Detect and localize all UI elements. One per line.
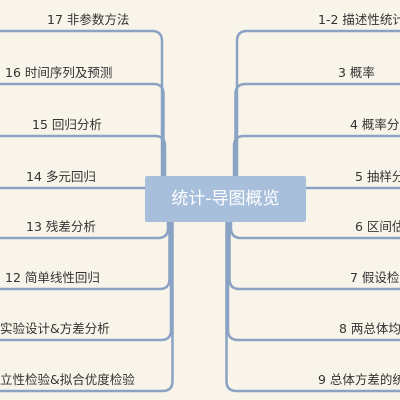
left-branch-line bbox=[0, 186, 168, 199]
topic-interval-estimation[interactable]: 6 区间估 bbox=[355, 219, 400, 234]
topic-independence-goodness-of-fit[interactable]: 立性检验&拟合优度检验 bbox=[0, 372, 135, 387]
topic-population-variance[interactable]: 9 总体方差的统 bbox=[318, 372, 400, 387]
topic-hypothesis-testing[interactable]: 7 假设检 bbox=[350, 270, 400, 285]
right-branch-line bbox=[225, 199, 400, 393]
topic-descriptive-statistics[interactable]: 1-2 描述性统计 bbox=[318, 12, 400, 27]
central-topic[interactable]: 统计-导图概览 bbox=[145, 176, 306, 222]
right-branch-line bbox=[226, 199, 400, 342]
left-branch-line bbox=[0, 134, 167, 199]
left-branch-line bbox=[0, 199, 174, 393]
topic-probability-distributions[interactable]: 4 概率分 bbox=[350, 117, 400, 132]
topic-regression-analysis[interactable]: 15 回归分析 bbox=[32, 117, 102, 132]
right-branch-line bbox=[229, 199, 400, 240]
left-branch-line bbox=[0, 199, 173, 342]
topic-simple-linear-regression[interactable]: 12 简单线性回归 bbox=[5, 270, 100, 285]
left-branch-line bbox=[0, 199, 170, 240]
topic-experimental-design-anova[interactable]: 实验设计&方差分析 bbox=[0, 321, 110, 336]
right-branch-line bbox=[232, 134, 400, 199]
left-branch-line bbox=[0, 82, 165, 199]
topic-time-series-forecasting[interactable]: 16 时间序列及预测 bbox=[5, 65, 113, 80]
topic-two-population-means[interactable]: 8 两总体均 bbox=[339, 321, 400, 336]
right-branch-line bbox=[228, 199, 400, 291]
topic-probability[interactable]: 3 概率 bbox=[338, 65, 375, 80]
right-branch-line bbox=[234, 82, 400, 199]
right-branch-line bbox=[235, 29, 400, 199]
topic-multiple-regression[interactable]: 14 多元回归 bbox=[26, 169, 96, 184]
topic-residual-analysis[interactable]: 13 残差分析 bbox=[26, 219, 96, 234]
left-branch-line bbox=[0, 199, 171, 291]
topic-sampling-distributions[interactable]: 5 抽样分 bbox=[355, 169, 400, 184]
topic-nonparametric-methods[interactable]: 17 非参数方法 bbox=[47, 12, 130, 27]
left-branch-line bbox=[0, 29, 164, 199]
